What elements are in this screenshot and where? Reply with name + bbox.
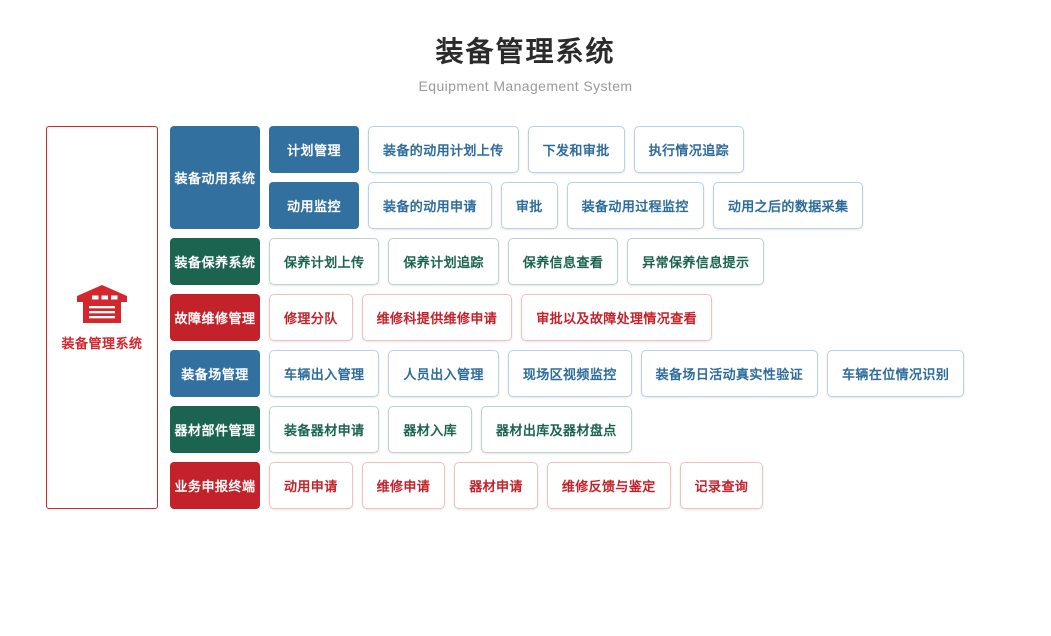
leaf-tile[interactable]: 人员出入管理 (388, 350, 499, 397)
leaf-tile[interactable]: 动用之后的数据采集 (712, 182, 864, 229)
subrow: 计划管理 装备的动用计划上传 下发和审批 执行情况追踪 (260, 126, 863, 173)
leaf-tile[interactable]: 记录查询 (679, 462, 764, 509)
group-equipment-maintenance: 装备保养系统 保养计划上传 保养计划追踪 保养信息查看 异常保养信息提示 (170, 238, 964, 285)
leaf-tile[interactable]: 装备的动用申请 (368, 182, 492, 229)
leaf-tile[interactable]: 器材出库及器材盘点 (481, 406, 632, 453)
leaf-tile[interactable]: 修理分队 (269, 294, 353, 341)
subrow-stack: 车辆出入管理 人员出入管理 现场区视频监控 装备场日活动真实性验证 车辆在位情况… (260, 350, 965, 397)
group-rows: 装备动用系统 计划管理 装备的动用计划上传 下发和审批 执行情况追踪 动用监控 … (170, 126, 965, 509)
subrow: 车辆出入管理 人员出入管理 现场区视频监控 装备场日活动真实性验证 车辆在位情况… (260, 350, 965, 397)
leaf-tile[interactable]: 器材入库 (388, 406, 473, 453)
subrow: 装备器材申请 器材入库 器材出库及器材盘点 (260, 406, 632, 453)
group-business-declaration-terminal: 业务申报终端 动用申请 维修申请 器材申请 维修反馈与鉴定 记录查询 (170, 462, 964, 509)
category-tile[interactable]: 器材部件管理 (170, 406, 260, 453)
subrow: 动用监控 装备的动用申请 审批 装备动用过程监控 动用之后的数据采集 (260, 182, 864, 229)
group-fault-repair: 故障维修管理 修理分队 维修科提供维修申请 审批以及故障处理情况查看 (170, 294, 964, 341)
category-tile[interactable]: 故障维修管理 (170, 294, 260, 341)
page-header: 装备管理系统 Equipment Management System (0, 0, 1051, 94)
leaf-tile[interactable]: 审批以及故障处理情况查看 (521, 294, 713, 341)
subcategory-tile[interactable]: 动用监控 (269, 182, 359, 229)
group-equipment-dispatch: 装备动用系统 计划管理 装备的动用计划上传 下发和审批 执行情况追踪 动用监控 … (170, 126, 964, 229)
leaf-tile[interactable]: 保养计划上传 (269, 238, 380, 285)
subrow-stack: 修理分队 维修科提供维修申请 审批以及故障处理情况查看 (260, 294, 713, 341)
subrow: 动用申请 维修申请 器材申请 维修反馈与鉴定 记录查询 (260, 462, 764, 509)
group-equipment-yard: 装备场管理 车辆出入管理 人员出入管理 现场区视频监控 装备场日活动真实性验证 … (170, 350, 965, 397)
page-title: 装备管理系统 (435, 36, 616, 67)
leaf-tile[interactable]: 执行情况追踪 (633, 126, 745, 173)
leaf-tile[interactable]: 装备器材申请 (269, 406, 380, 453)
subrow-stack: 计划管理 装备的动用计划上传 下发和审批 执行情况追踪 动用监控 装备的动用申请… (260, 126, 864, 229)
subrow: 保养计划上传 保养计划追踪 保养信息查看 异常保养信息提示 (260, 238, 765, 285)
leaf-tile[interactable]: 保养计划追踪 (388, 238, 499, 285)
category-tile[interactable]: 装备动用系统 (170, 126, 260, 229)
leaf-tile[interactable]: 维修反馈与鉴定 (546, 462, 671, 509)
leaf-tile[interactable]: 车辆出入管理 (269, 350, 380, 397)
category-tile[interactable]: 装备保养系统 (170, 238, 260, 285)
leaf-tile[interactable]: 现场区视频监控 (507, 350, 632, 397)
category-tile[interactable]: 装备场管理 (170, 350, 260, 397)
leaf-tile[interactable]: 保养信息查看 (507, 238, 619, 285)
leaf-tile[interactable]: 审批 (500, 182, 558, 229)
leaf-tile[interactable]: 维修申请 (361, 462, 446, 509)
leaf-tile[interactable]: 异常保养信息提示 (627, 238, 765, 285)
subcategory-tile[interactable]: 计划管理 (269, 126, 359, 173)
subrow: 修理分队 维修科提供维修申请 审批以及故障处理情况查看 (260, 294, 713, 341)
page-subtitle: Equipment Management System (418, 78, 633, 94)
leaf-tile[interactable]: 车辆在位情况识别 (827, 350, 965, 397)
group-parts-management: 器材部件管理 装备器材申请 器材入库 器材出库及器材盘点 (170, 406, 964, 453)
subrow-stack: 装备器材申请 器材入库 器材出库及器材盘点 (260, 406, 632, 453)
leaf-tile[interactable]: 装备场日活动真实性验证 (640, 350, 819, 397)
leaf-tile[interactable]: 维修科提供维修申请 (361, 294, 513, 341)
subrow-stack: 动用申请 维修申请 器材申请 维修反馈与鉴定 记录查询 (260, 462, 764, 509)
leaf-tile[interactable]: 器材申请 (454, 462, 538, 509)
subrow-stack: 保养计划上传 保养计划追踪 保养信息查看 异常保养信息提示 (260, 238, 765, 285)
category-tile[interactable]: 业务申报终端 (170, 462, 260, 509)
leaf-tile[interactable]: 装备动用过程监控 (566, 182, 704, 229)
system-root-label: 装备管理系统 (61, 336, 143, 351)
leaf-tile[interactable]: 下发和审批 (527, 126, 625, 173)
warehouse-icon (75, 283, 129, 325)
system-root-panel[interactable]: 装备管理系统 (46, 126, 158, 509)
leaf-tile[interactable]: 动用申请 (269, 462, 353, 509)
leaf-tile[interactable]: 装备的动用计划上传 (368, 126, 519, 173)
